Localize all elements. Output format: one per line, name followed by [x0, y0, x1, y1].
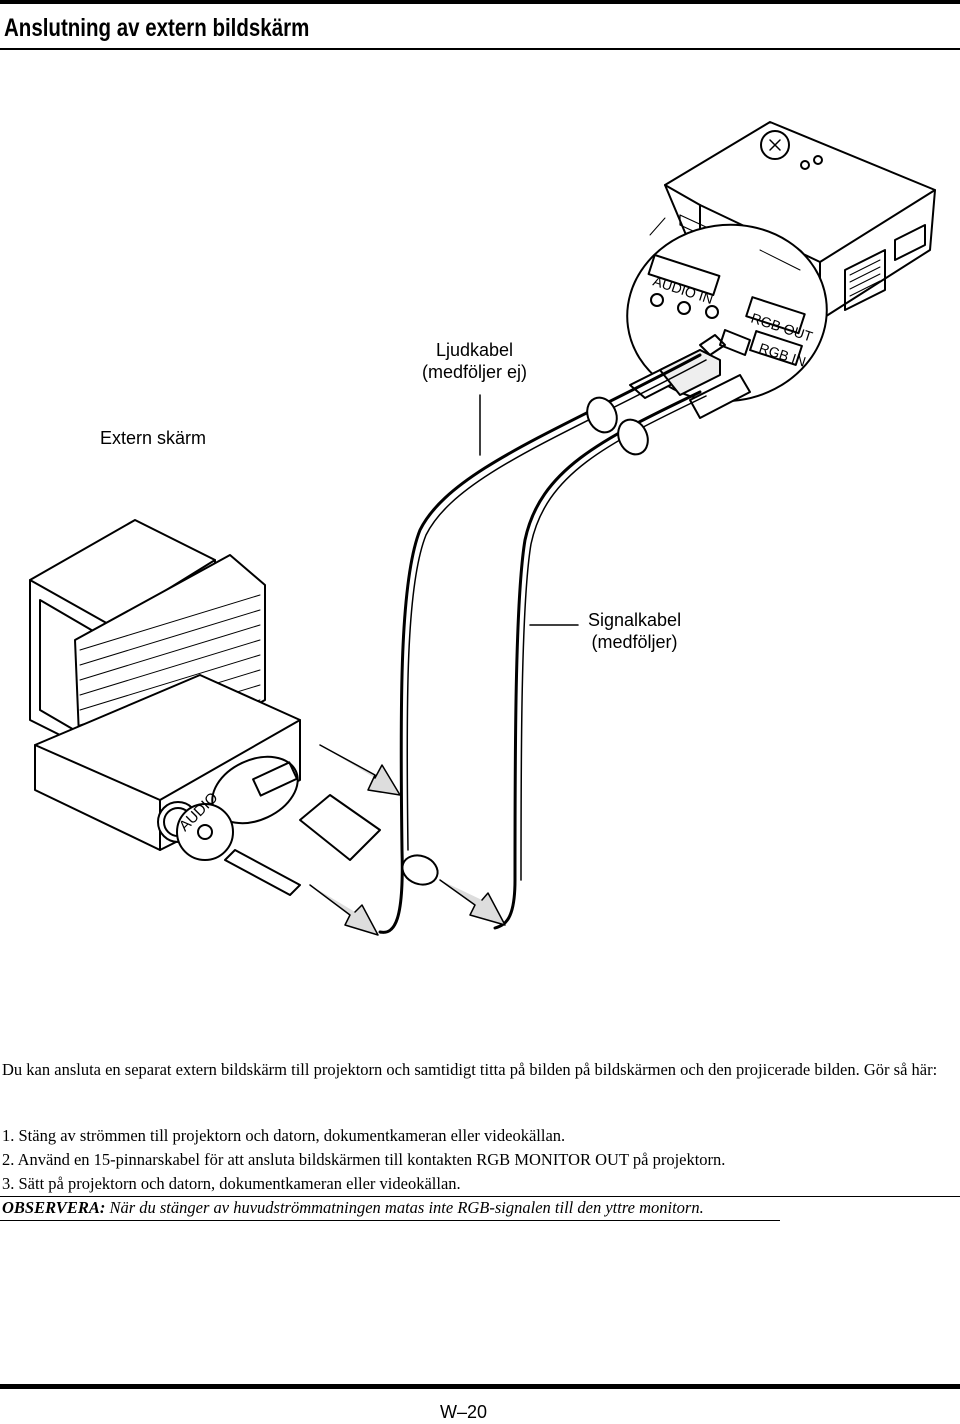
note-label: OBSERVERA: [2, 1198, 106, 1217]
monitor-drawing [29, 519, 301, 861]
monitor-plugs [224, 794, 381, 896]
page-title: Anslutning av extern bildskärm [4, 14, 310, 42]
step-2: 2. Använd en 15-pinnarskabel för att ans… [2, 1150, 726, 1169]
connection-illustration: AUDIO IN RGB OUT RGB IN AUDIO Ljudkabel … [0, 55, 960, 1045]
label-audio-cable: Ljudkabel (medföljer ej) [422, 339, 527, 383]
arrow-signal [439, 879, 506, 926]
label-audio-cable-note: (medföljer ej) [422, 362, 528, 382]
note-text: När du stänger av huvudströmmatningen ma… [105, 1198, 704, 1217]
note-rule-top [0, 1196, 960, 1197]
top-rule [0, 0, 960, 4]
label-audio-cable-title: Ljudkabel [435, 340, 514, 360]
label-external-monitor: Extern skärm [100, 428, 207, 448]
intro-paragraph: Du kan ansluta en separat extern bildskä… [2, 1060, 938, 1079]
note-rule-bottom [0, 1220, 780, 1221]
port-zoom-bubble [626, 217, 828, 403]
bottom-rule [0, 1384, 960, 1389]
label-signal-cable-title: Signalkabel [588, 610, 682, 630]
label-signal-cable-note: (medföljer) [591, 632, 678, 652]
label-signal-cable: Signalkabel (medföljer) [588, 609, 681, 653]
audio-cable [378, 353, 702, 934]
step-3: 3. Sätt på projektorn och datorn, dokume… [2, 1174, 461, 1193]
connection-diagram: AUDIO IN RGB OUT RGB IN AUDIO [29, 121, 936, 936]
steps-list: 1. Stäng av strömmen till projektorn och… [2, 1124, 725, 1196]
arrow-audio [309, 884, 379, 936]
arrow-up-monitor [319, 744, 401, 796]
note: OBSERVERA: När du stänger av huvudströmm… [2, 1197, 704, 1219]
title-rule [0, 48, 960, 50]
page-number: W–20 [440, 1402, 488, 1422]
signal-cable [493, 390, 702, 930]
step-1: 1. Stäng av strömmen till projektorn och… [2, 1126, 566, 1145]
